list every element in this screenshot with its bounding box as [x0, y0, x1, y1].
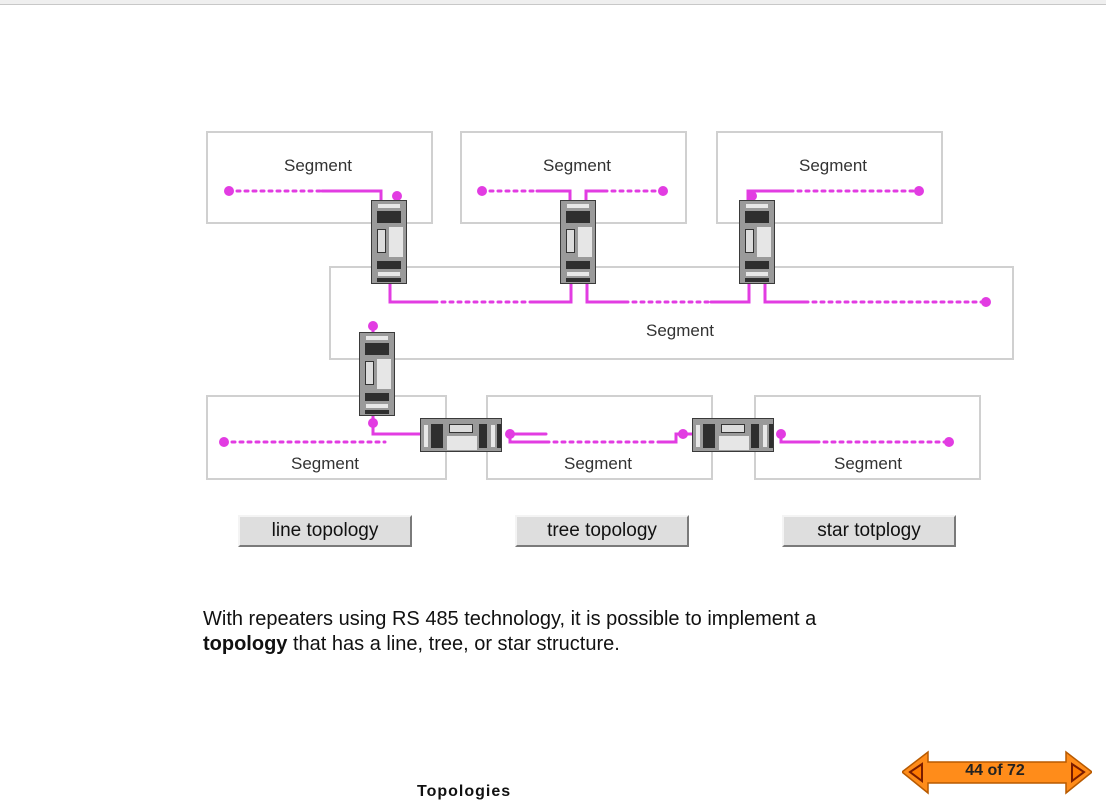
bus-endpoint: [368, 321, 378, 331]
description-bold-term: topology: [203, 633, 288, 655]
segment-label: Segment: [542, 156, 612, 175]
bus-endpoint: [658, 186, 668, 196]
bus-endpoint: [678, 429, 688, 439]
bus-endpoint: [392, 191, 402, 201]
bus-solid: [779, 432, 818, 444]
prev-arrow-icon: [908, 762, 923, 783]
segment-label: Segment: [283, 156, 353, 175]
bus-solid: [388, 281, 436, 304]
rs485-repeater-icon: [371, 200, 407, 284]
next-page-button[interactable]: [1056, 750, 1092, 795]
segment-central: [329, 266, 1014, 360]
rs485-repeater-icon: [359, 332, 395, 416]
segment-bottom-left: [206, 395, 447, 480]
rs485-repeater-icon: [560, 200, 596, 284]
star-topology-button[interactable]: star totplogy: [782, 515, 956, 547]
rs485-repeater-icon: [692, 418, 774, 452]
bus-solid: [528, 281, 573, 304]
bus-endpoint: [776, 429, 786, 439]
description-rest: that has a line, tree, or star structure…: [287, 633, 620, 655]
footer-title: Topologies: [417, 783, 512, 800]
segment-label: Segment: [833, 454, 903, 473]
bus-solid: [763, 281, 807, 304]
rs485-repeater-icon: [420, 418, 502, 452]
bus-endpoint: [914, 186, 924, 196]
bus-endpoint: [219, 437, 229, 447]
segment-label: Segment: [798, 156, 868, 175]
bus-endpoint: [747, 191, 757, 201]
rs485-repeater-icon: [739, 200, 775, 284]
pager-bar: [902, 750, 1092, 795]
window-top-border: [0, 0, 1106, 5]
bus-endpoint: [368, 418, 378, 428]
bus-endpoint: [477, 186, 487, 196]
bus-endpoint: [944, 437, 954, 447]
description-text: With repeaters using RS 485 technology, …: [203, 607, 923, 657]
segment-label: Segment: [645, 321, 715, 340]
bus-solid: [535, 189, 572, 205]
bus-solid: [584, 189, 606, 205]
bus-endpoint: [224, 186, 234, 196]
description-line-2: topology that has a line, tree, or star …: [203, 632, 923, 657]
segment-bottom-right: [754, 395, 981, 480]
bus-endpoint: [981, 297, 991, 307]
next-arrow-icon: [1071, 762, 1086, 783]
bus-solid: [709, 281, 751, 304]
bus-solid: [585, 281, 627, 304]
bus-solid: [371, 412, 422, 436]
line-topology-button[interactable]: line topology: [238, 515, 412, 547]
segment-label: Segment: [290, 454, 360, 473]
description-line-1: With repeaters using RS 485 technology, …: [203, 608, 817, 630]
bus-solid: [320, 189, 383, 205]
page-counter: 44 of 72: [965, 762, 1025, 779]
segment-label: Segment: [563, 454, 633, 473]
prev-page-button[interactable]: [902, 750, 938, 795]
tree-topology-button[interactable]: tree topology: [515, 515, 689, 547]
bus-endpoint: [505, 429, 515, 439]
